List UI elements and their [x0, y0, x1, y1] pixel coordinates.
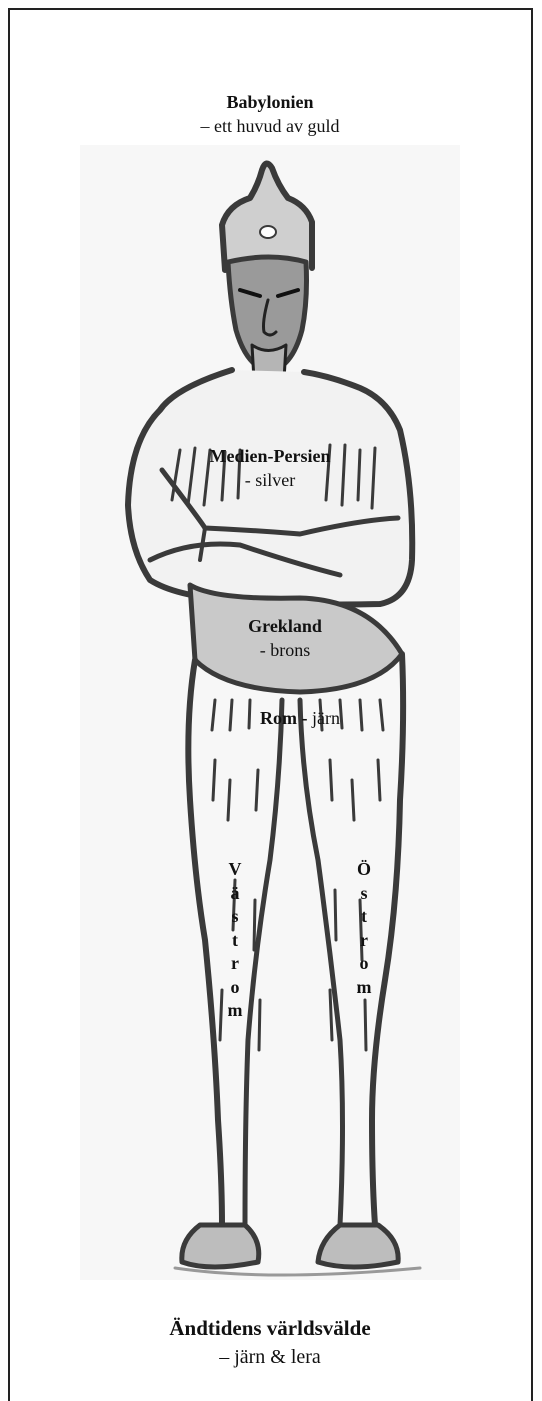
- label-grekland: Grekland - brons: [220, 614, 350, 662]
- label-babylonien-desc: – ett huvud av guld: [120, 114, 420, 138]
- ostrom-letter: m: [354, 976, 374, 1000]
- ostrom-letter: r: [354, 929, 374, 953]
- label-andtidens: Ändtidens världsvälde – järn & lera: [100, 1314, 440, 1372]
- vastrom-letter: V: [225, 858, 245, 882]
- label-rom-desc: järn: [308, 708, 340, 728]
- vastrom-letter: t: [225, 929, 245, 953]
- vastrom-letter: m: [225, 999, 245, 1023]
- ostrom-letter: t: [354, 905, 374, 929]
- vastrom-letter: o: [225, 976, 245, 1000]
- label-ostrom: Ö s t r o m: [354, 858, 374, 999]
- ostrom-letter: Ö: [354, 858, 374, 882]
- vastrom-letter: r: [225, 952, 245, 976]
- label-babylonien-name: Babylonien: [120, 90, 420, 114]
- vastrom-letter: ä: [225, 882, 245, 906]
- label-grekland-desc: - brons: [220, 638, 350, 662]
- label-medien-persien-name: Medien-Persien: [160, 444, 380, 468]
- label-andtidens-desc: – järn & lera: [100, 1343, 440, 1372]
- ostrom-letter: o: [354, 952, 374, 976]
- label-vastrom: V ä s t r o m: [225, 858, 245, 1023]
- label-grekland-name: Grekland: [220, 614, 350, 638]
- vastrom-letter: s: [225, 905, 245, 929]
- label-medien-persien-desc: - silver: [160, 468, 380, 492]
- label-rom: Rom - järn: [220, 706, 380, 730]
- ostrom-letter: s: [354, 882, 374, 906]
- label-medien-persien: Medien-Persien - silver: [160, 444, 380, 492]
- label-babylonien: Babylonien – ett huvud av guld: [120, 90, 420, 138]
- label-rom-name: Rom -: [260, 708, 308, 728]
- label-andtidens-name: Ändtidens världsvälde: [100, 1314, 440, 1343]
